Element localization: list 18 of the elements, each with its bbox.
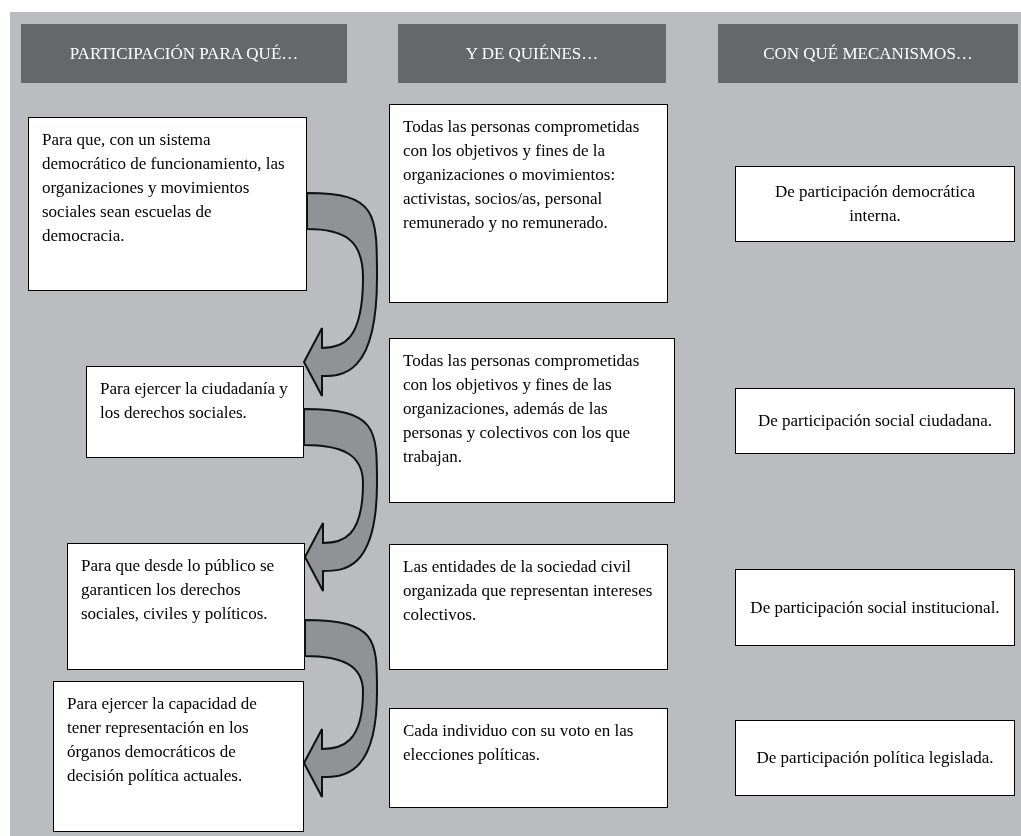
curved-block-arrow <box>303 192 378 397</box>
text-box: Todas las personas comprometidas con los objetivos y fines de las organizaciones, además de las personas y colectivos con los que trabajan. <box>389 338 675 503</box>
text-box: Para ejercer la capacidad de tener representación en los órganos democráticos de decisión política actuales. <box>53 681 304 832</box>
column-header: Y DE QUIÉNES… <box>398 24 666 83</box>
text-box: Cada individuo con su voto en las elecciones políticas. <box>389 708 668 808</box>
text-box: De participación política legislada. <box>735 720 1015 796</box>
curved-block-arrow <box>303 619 378 798</box>
column-header: CON QUÉ MECANISMOS… <box>718 24 1018 83</box>
text-box: Para que, con un sistema democrático de funcionamiento, las organizaciones y movimientos sociales sean escuelas de democracia. <box>28 117 307 291</box>
text-box: Las entidades de la sociedad civil organizada que representan intereses colectivos. <box>389 544 668 670</box>
text-box: Para ejercer la ciudadanía y los derechos sociales. <box>86 366 304 458</box>
curved-block-arrow <box>303 408 378 592</box>
text-box: De participación democrática interna. <box>735 166 1015 242</box>
text-box: Para que desde lo público se garanticen los derechos sociales, civiles y políticos. <box>67 543 305 670</box>
column-header: PARTICIPACIÓN PARA QUÉ… <box>21 24 347 83</box>
text-box: De participación social ciudadana. <box>735 388 1015 454</box>
text-box: De participación social institucional. <box>735 569 1015 646</box>
text-box: Todas las personas comprometidas con los objetivos y fines de la organizaciones o movimientos: activistas, socios/as, personal remunerado y no remunerado. <box>389 104 668 303</box>
